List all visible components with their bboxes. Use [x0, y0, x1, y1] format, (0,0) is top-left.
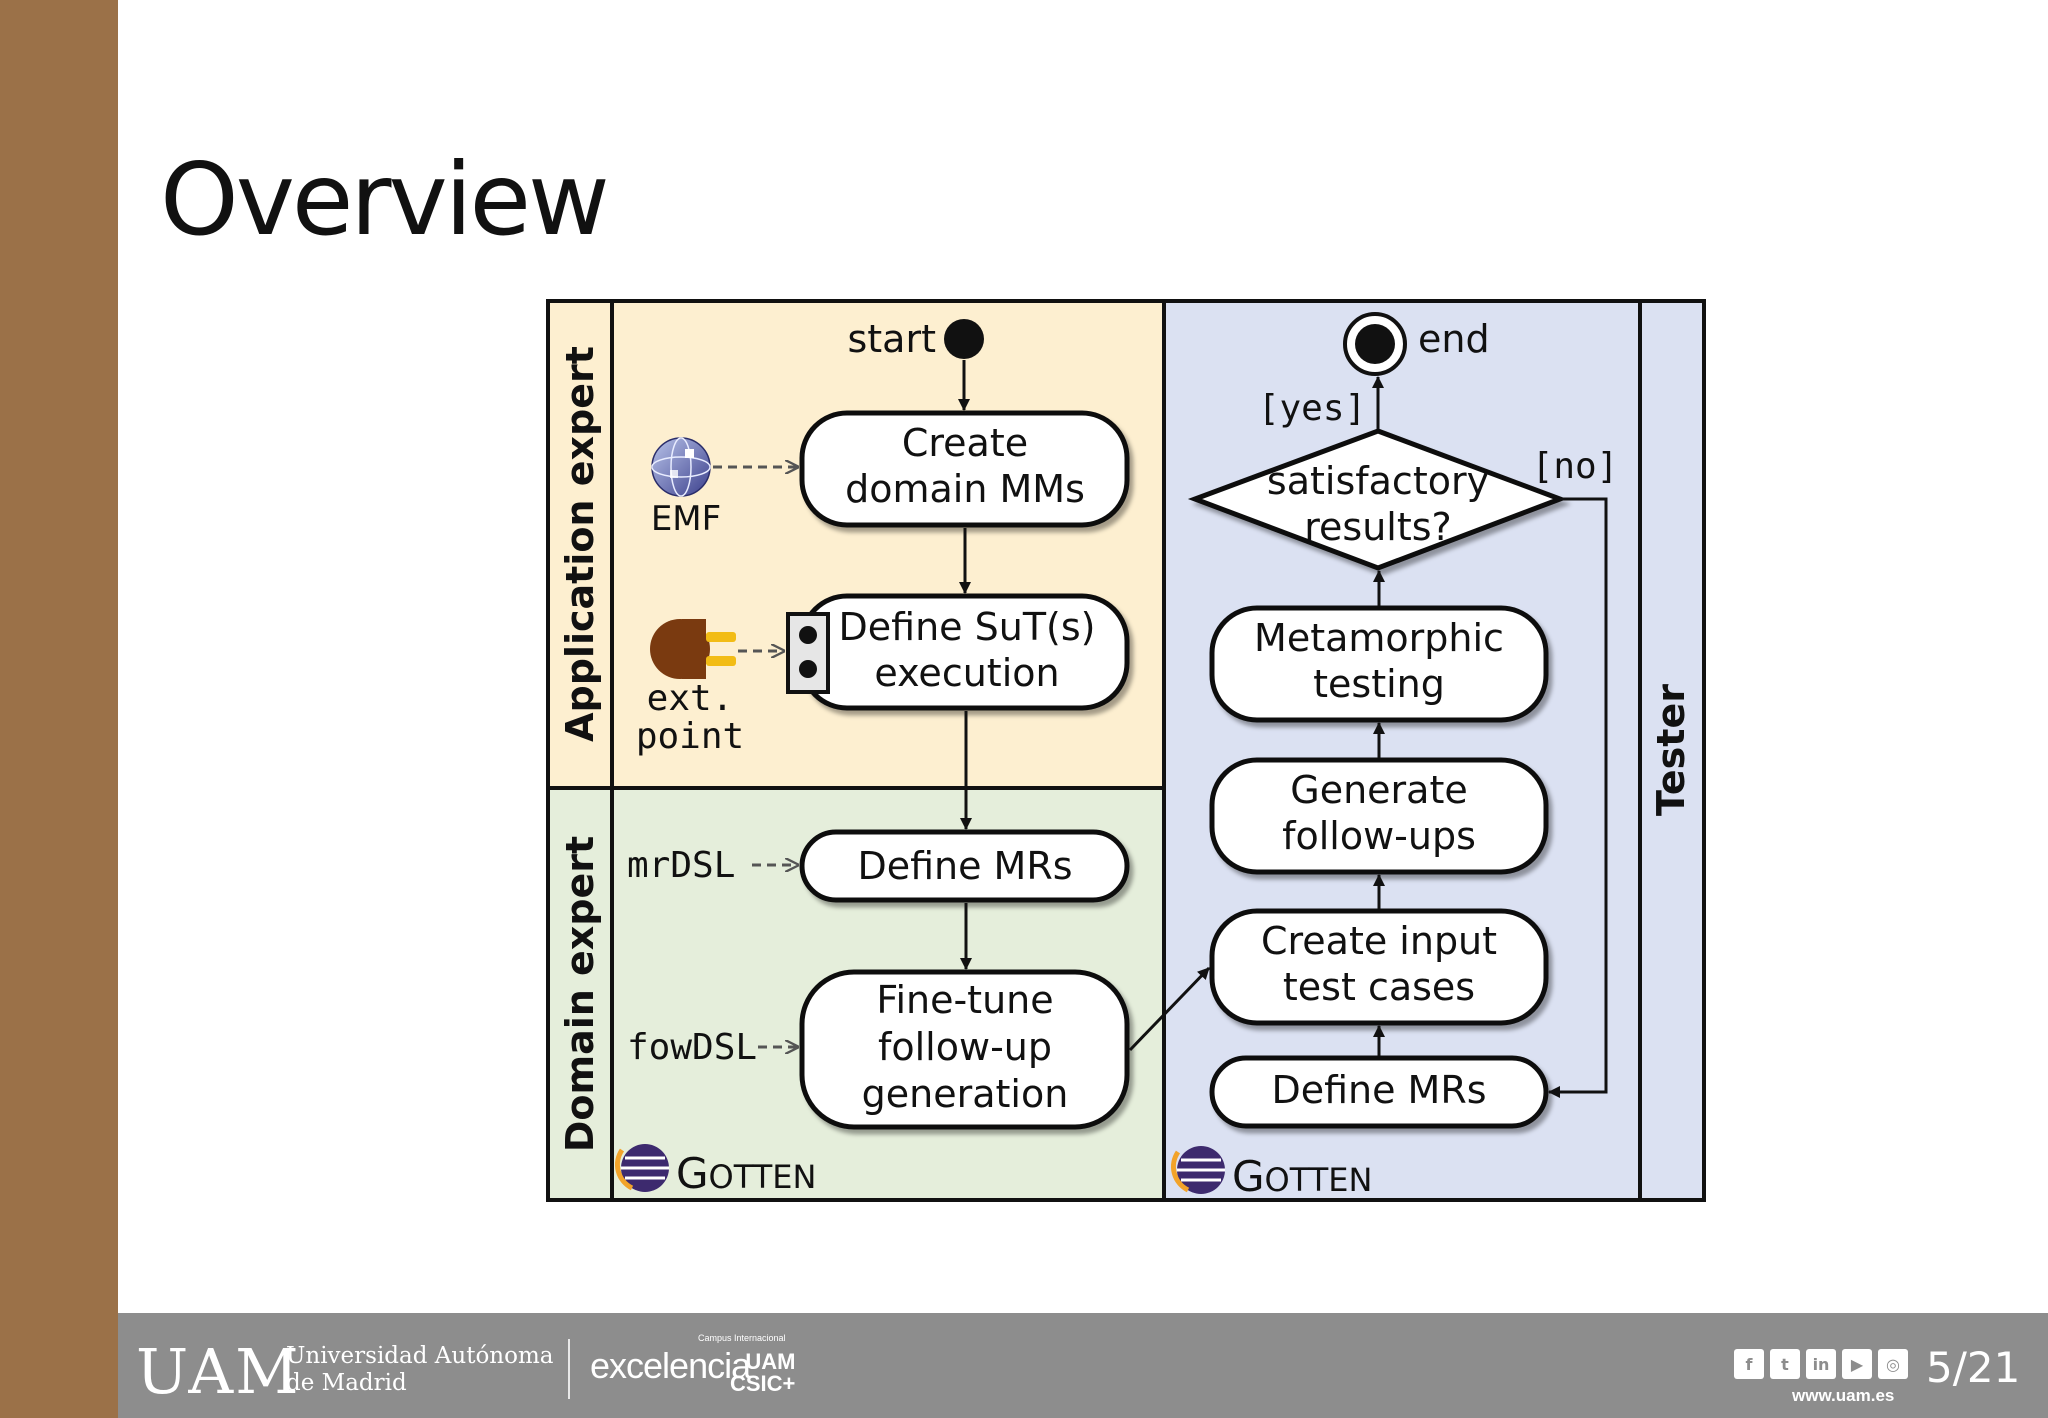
- gotten-rest: OTTEN: [709, 1158, 817, 1196]
- node-text: testing: [1313, 662, 1445, 706]
- linkedin-icon[interactable]: in: [1806, 1349, 1836, 1379]
- slide-sidebar: [0, 0, 118, 1418]
- website-link[interactable]: www.uam.es: [1792, 1386, 1895, 1405]
- footer-divider: [568, 1339, 570, 1399]
- node-create-input-test-cases: Create input test cases: [1209, 908, 1549, 1026]
- lane-label-domain-expert: Domain expert: [558, 836, 602, 1152]
- twitter-icon[interactable]: t: [1770, 1349, 1800, 1379]
- start-node: [944, 319, 984, 359]
- gotten-initial: G: [1232, 1152, 1265, 1201]
- start-label: start: [847, 317, 936, 361]
- node-text: Create input: [1261, 919, 1497, 963]
- gotten-rest: OTTEN: [1265, 1161, 1373, 1199]
- youtube-icon[interactable]: ▶: [1842, 1349, 1872, 1379]
- node-metamorphic-testing: Metamorphic testing: [1209, 605, 1549, 723]
- fowdsl-label: fowDSL: [627, 1027, 757, 1068]
- node-text: follow-up: [878, 1025, 1052, 1069]
- slide-title: Overview: [160, 141, 610, 258]
- university-name: Universidad Autónoma de Madrid: [286, 1343, 553, 1397]
- node-create-domain-mms: Create domain MMs: [799, 410, 1130, 528]
- plug-icon: [650, 619, 736, 679]
- guard-no: [no]: [1532, 446, 1619, 487]
- page-number: 5/21: [1926, 1343, 2021, 1392]
- node-text: Define SuT(s): [839, 605, 1096, 649]
- mrdsl-label: mrDSL: [627, 845, 735, 886]
- control-flow-edges: [958, 360, 1608, 1098]
- uam-csic-line1: UAM: [745, 1349, 796, 1374]
- input-pin: [786, 612, 830, 694]
- node-text: test cases: [1283, 965, 1475, 1009]
- node-text: Fine-tune: [876, 978, 1053, 1022]
- excelencia-logo: excelencia: [590, 1345, 751, 1386]
- node-define-mrs-right: Define MRs: [1209, 1055, 1549, 1129]
- node-text: Create: [902, 421, 1028, 465]
- facebook-icon[interactable]: f: [1734, 1349, 1764, 1379]
- gotten-logo-right: [1170, 1146, 1225, 1194]
- gotten-label-left: GOTTEN: [676, 1149, 816, 1198]
- node-text: Metamorphic: [1254, 616, 1504, 660]
- instagram-icon[interactable]: ◎: [1878, 1349, 1908, 1379]
- application-lane: [546, 299, 1166, 790]
- ext-point-label-line2: point: [636, 716, 744, 757]
- emf-globe-icon: [651, 437, 711, 497]
- decision-text: satisfactory: [1267, 459, 1489, 503]
- gotten-label-right: GOTTEN: [1232, 1152, 1372, 1201]
- lane-label-tester: Tester: [1649, 684, 1693, 816]
- uam-csic-logo: UAM CSIC+: [730, 1351, 795, 1395]
- node-fine-tune-follow-up: Fine-tune follow-up generation: [799, 969, 1130, 1130]
- lane-label-application-expert: Application expert: [558, 346, 602, 742]
- node-text: execution: [874, 651, 1059, 695]
- emf-label: EMF: [651, 499, 721, 539]
- node-text: Generate: [1290, 768, 1467, 812]
- node-text: domain MMs: [845, 467, 1085, 511]
- footer-bar: UAM Universidad Autónoma de Madrid Campu…: [118, 1313, 2048, 1418]
- decision-text: results?: [1304, 505, 1451, 549]
- guard-yes: [yes]: [1258, 388, 1366, 429]
- node-define-sut-execution: Define SuT(s) execution: [799, 593, 1130, 711]
- dependency-edges: [713, 467, 798, 1047]
- university-name-line2: de Madrid: [286, 1370, 407, 1396]
- node-generate-follow-ups: Generate follow-ups: [1209, 757, 1549, 875]
- gotten-initial: G: [676, 1149, 709, 1198]
- decision-satisfactory-results: satisfactory results?: [1187, 428, 1568, 571]
- uam-csic-line2: CSIC+: [730, 1371, 796, 1396]
- node-text: Define MRs: [857, 844, 1072, 888]
- node-text: Define MRs: [1271, 1068, 1486, 1112]
- node-text: follow-ups: [1282, 814, 1476, 858]
- node-text: generation: [862, 1072, 1069, 1116]
- node-define-mrs-left: Define MRs: [799, 829, 1130, 903]
- end-label: end: [1418, 317, 1490, 361]
- campus-label: Campus Internacional: [698, 1333, 786, 1343]
- gotten-logo-left: [614, 1144, 669, 1192]
- ext-point-label-line1: ext.: [647, 678, 734, 719]
- end-node-inner: [1355, 324, 1395, 364]
- uam-logo: UAM: [136, 1335, 301, 1408]
- social-links: f t in ▶ ◎: [1734, 1349, 1908, 1379]
- university-name-line1: Universidad Autónoma: [286, 1343, 554, 1369]
- activity-diagram: Application expert Domain expert Tester …: [546, 299, 1706, 1202]
